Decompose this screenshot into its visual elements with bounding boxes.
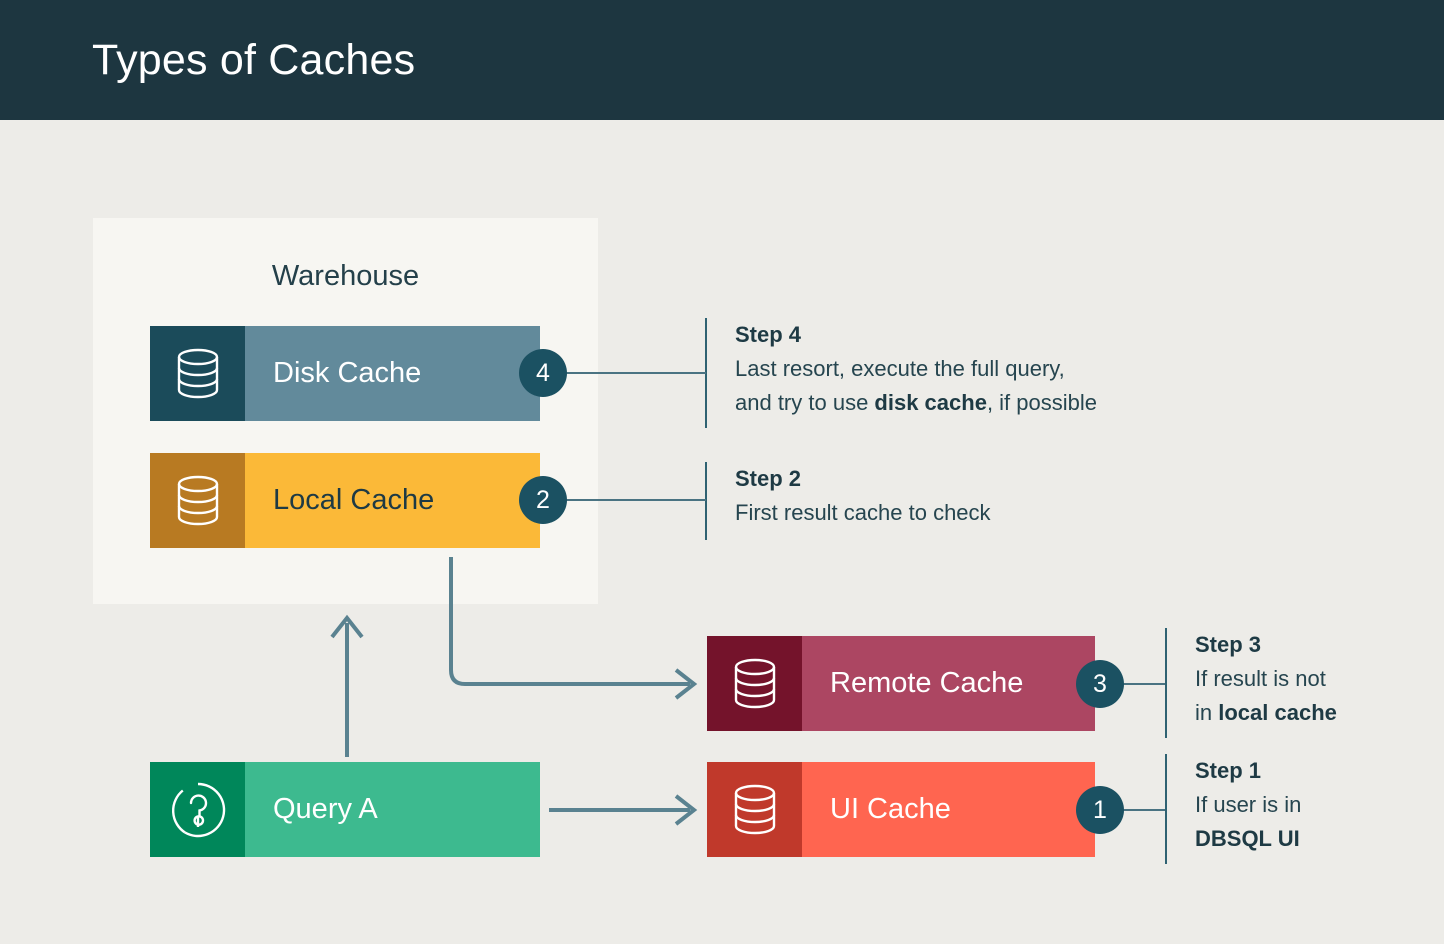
step-1-line1-text: If user is in: [1195, 792, 1302, 817]
step-3-line2-pre: in: [1195, 700, 1219, 725]
ui-cache-body: UI Cache: [802, 762, 1095, 857]
step-3-block: Step 3 If result is not in local cache: [1165, 628, 1337, 738]
question-circle-icon: [171, 782, 225, 837]
remote-cache-icon-block: [707, 636, 802, 731]
step-2-text: Step 2 First result cache to check: [705, 462, 991, 530]
step-2-divider: [705, 462, 707, 540]
step-badge-4[interactable]: 4: [519, 349, 567, 397]
step-2-line1-text: First result cache to check: [735, 500, 991, 525]
local-cache-body: Local Cache: [245, 453, 540, 548]
step-4-line2-post: , if possible: [986, 390, 1097, 415]
database-icon: [734, 658, 775, 708]
step-1-text: Step 1 If user is in DBSQL UI: [1165, 754, 1301, 856]
step-1-block: Step 1 If user is in DBSQL UI: [1165, 754, 1301, 864]
database-icon: [177, 348, 218, 398]
local-cache-label: Local Cache: [273, 484, 435, 516]
query-a-box[interactable]: Query A: [150, 762, 540, 857]
query-a-body: Query A: [245, 762, 540, 857]
step-4-text: Step 4 Last resort, execute the full que…: [705, 318, 1097, 420]
ui-cache-icon-block: [707, 762, 802, 857]
database-icon: [177, 475, 218, 525]
step-2-title: Step 2: [735, 466, 802, 491]
disk-cache-body: Disk Cache: [245, 326, 540, 421]
step-4-title: Step 4: [735, 322, 802, 347]
step-1-line1: If user is in: [1195, 788, 1301, 822]
page-header: Types of Caches: [0, 0, 1444, 120]
warehouse-label: Warehouse: [271, 260, 420, 292]
step-4-line1: Last resort, execute the full query,: [735, 352, 1097, 386]
badge-4-connector-line: [566, 372, 706, 374]
step-4-line2: and try to use disk cache, if possible: [735, 386, 1097, 420]
arrow-local-to-remote-icon: [449, 557, 698, 700]
remote-cache-label: Remote Cache: [830, 667, 1024, 699]
step-2-line1: First result cache to check: [735, 496, 991, 530]
step-badge-3[interactable]: 3: [1076, 660, 1124, 708]
ui-cache-box[interactable]: UI Cache: [707, 762, 1095, 857]
step-4-line1-text: Last resort, execute the full query,: [735, 356, 1065, 381]
step-3-line1: If result is not: [1195, 662, 1337, 696]
local-cache-icon-block: [150, 453, 245, 548]
badge-3-connector-line: [1123, 683, 1165, 685]
page-title: Types of Caches: [92, 36, 416, 84]
badge-2-connector-line: [566, 499, 706, 501]
step-1-title: Step 1: [1195, 758, 1262, 783]
remote-cache-box[interactable]: Remote Cache: [707, 636, 1095, 731]
step-1-line2-bold: DBSQL UI: [1195, 826, 1300, 851]
step-2-block: Step 2 First result cache to check: [705, 462, 991, 540]
remote-cache-body: Remote Cache: [802, 636, 1095, 731]
step-4-line2-bold: disk cache: [874, 390, 987, 415]
query-a-label: Query A: [273, 793, 378, 825]
step-1-divider: [1165, 754, 1167, 864]
step-badge-2[interactable]: 2: [519, 476, 567, 524]
step-3-line2: in local cache: [1195, 696, 1337, 730]
query-a-icon-block: [150, 762, 245, 857]
step-3-line2-bold: local cache: [1218, 700, 1337, 725]
step-3-divider: [1165, 628, 1167, 738]
badge-1-connector-line: [1123, 809, 1165, 811]
step-4-line2-pre: and try to use: [735, 390, 875, 415]
disk-cache-icon-block: [150, 326, 245, 421]
local-cache-box[interactable]: Local Cache: [150, 453, 540, 548]
step-3-title: Step 3: [1195, 632, 1262, 657]
step-badge-1[interactable]: 1: [1076, 786, 1124, 834]
arrow-query-to-ui-icon: [549, 794, 698, 826]
ui-cache-label: UI Cache: [830, 793, 951, 825]
disk-cache-label: Disk Cache: [273, 357, 422, 389]
step-1-line2: DBSQL UI: [1195, 822, 1301, 856]
arrow-query-to-warehouse-icon: [330, 614, 364, 757]
disk-cache-box[interactable]: Disk Cache: [150, 326, 540, 421]
step-3-text: Step 3 If result is not in local cache: [1165, 628, 1337, 730]
step-4-block: Step 4 Last resort, execute the full que…: [705, 318, 1097, 428]
database-icon: [734, 784, 775, 834]
step-3-line1-text: If result is not: [1195, 666, 1326, 691]
step-4-divider: [705, 318, 707, 428]
